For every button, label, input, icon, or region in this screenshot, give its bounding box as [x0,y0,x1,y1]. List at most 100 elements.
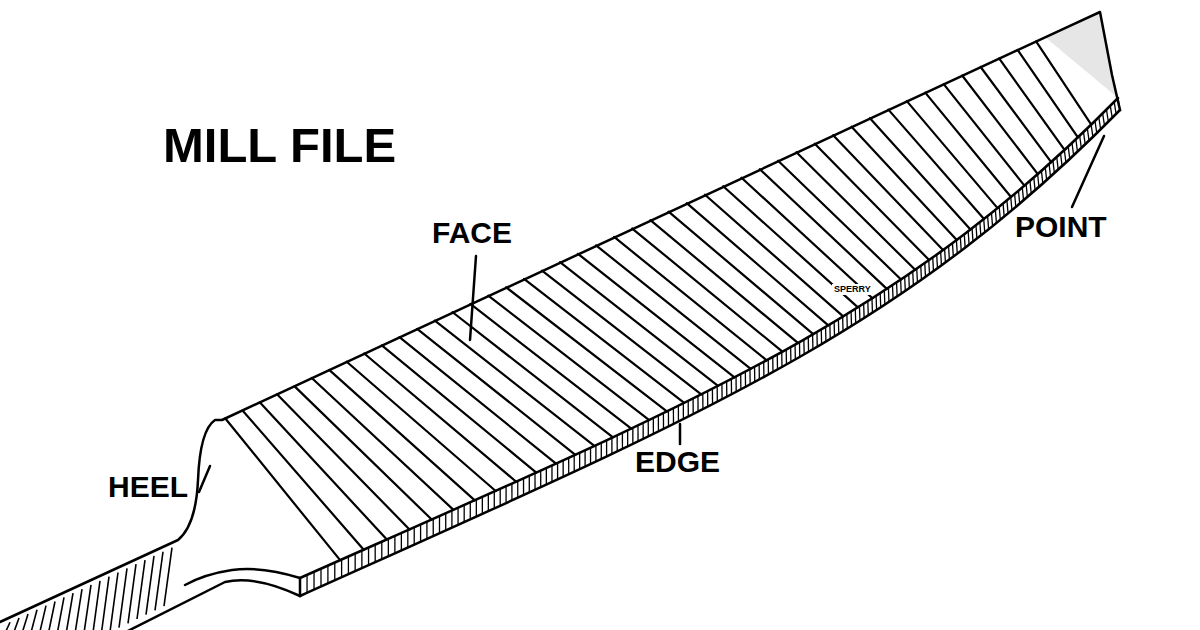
leader-line [679,424,682,444]
edge-tick [912,272,914,286]
edge-tick [451,511,452,528]
edge-tick [763,362,765,377]
edge-tick [799,342,801,357]
tang-hatch [2,548,172,630]
edge-tick [758,364,760,379]
edge-tick [557,463,558,480]
edge-tick [904,277,906,291]
edge-tick [381,542,382,560]
file-tooth [650,220,798,343]
edge-tick [999,207,1000,220]
edge-tick [1068,147,1070,159]
edge-tick [313,572,314,590]
tang-tick [74,589,82,630]
tang-tick [110,572,118,630]
file-tooth [399,337,556,464]
edge-tick [1083,132,1085,144]
edge-tick [948,246,950,260]
edge-tick [829,324,831,339]
edge-tick [361,551,362,569]
file-tooth [687,203,829,325]
edge-tick [562,460,563,477]
edge-tick [772,357,774,372]
tang-tick [29,610,37,630]
edge-tick [617,435,618,451]
edge-tick [790,347,792,362]
file-tooth [944,84,1025,186]
edge-tick [439,516,440,533]
edge-tick [936,255,938,269]
tang-tick [146,556,154,615]
edge-tick [867,301,869,315]
edge-tick [745,372,746,387]
edge-tick [916,269,918,283]
edge-tick [627,430,628,446]
edge-tick [505,486,506,503]
edge-tick [663,413,664,429]
edge-tick [668,411,669,427]
edge-tick [1080,136,1082,148]
signature: SPERRY [832,284,873,295]
file-tooth [329,370,475,500]
file-tooth [796,152,915,270]
edge-tick [896,282,898,296]
edge-tick [908,274,910,288]
part-label: HEEL [108,472,188,502]
file-top-outline [0,12,1120,622]
edge-tick [464,505,465,522]
edge-tick [971,228,973,241]
edge-tick [1095,121,1097,133]
tang-tick [47,602,55,630]
edge-tick [960,237,962,250]
file-tooth [925,93,1011,197]
edge-tick [884,291,886,305]
leader-line [470,256,476,340]
part-label: POINT [1015,212,1107,242]
edge-tick [1076,139,1078,151]
edge-tick [1057,157,1058,170]
edge-tick [979,222,981,235]
edge-tick [348,556,349,574]
edge-tick [1018,191,1019,204]
edge-tick [754,367,756,382]
edge-tick [816,332,818,347]
edge-tick [1030,181,1031,194]
tang-tick [155,552,163,611]
file-tooth [705,195,843,317]
edge-tick [968,231,970,244]
part-label: EDGE [635,447,720,477]
edge-tick [1007,200,1008,213]
edge-tick [637,425,638,441]
edge-tick [420,524,421,541]
edge-heel-end [299,578,302,596]
edge-tick [1099,117,1101,129]
edge-tick [808,337,810,352]
edge-tick [833,322,835,337]
edge-tick [673,408,674,424]
edge-tick [606,440,607,456]
edge-tick [414,527,415,544]
file-tooth [417,329,575,455]
edge-tick [355,553,356,571]
tang-tick [137,560,145,619]
edge-tick [712,389,713,404]
edge-tick [494,492,495,509]
file-body [0,12,1120,630]
file-tooth [907,101,998,208]
edge-tick [579,453,580,469]
leader-line [199,466,210,492]
file-tooth [852,127,957,240]
part-label: FACE [432,218,512,248]
edge-tick [529,476,530,493]
tang-tick [92,581,100,630]
edge-tick [368,548,369,566]
diagram-title: MILL FILE [163,121,396,170]
edge-tick [540,471,541,488]
edge-tick [952,243,954,257]
edge-tick [984,219,985,232]
edge-tick [1106,110,1108,122]
edge-tick [299,578,300,596]
edge-lower-border [300,110,1120,596]
tang-tick [164,548,172,607]
edge-tick [320,569,321,587]
